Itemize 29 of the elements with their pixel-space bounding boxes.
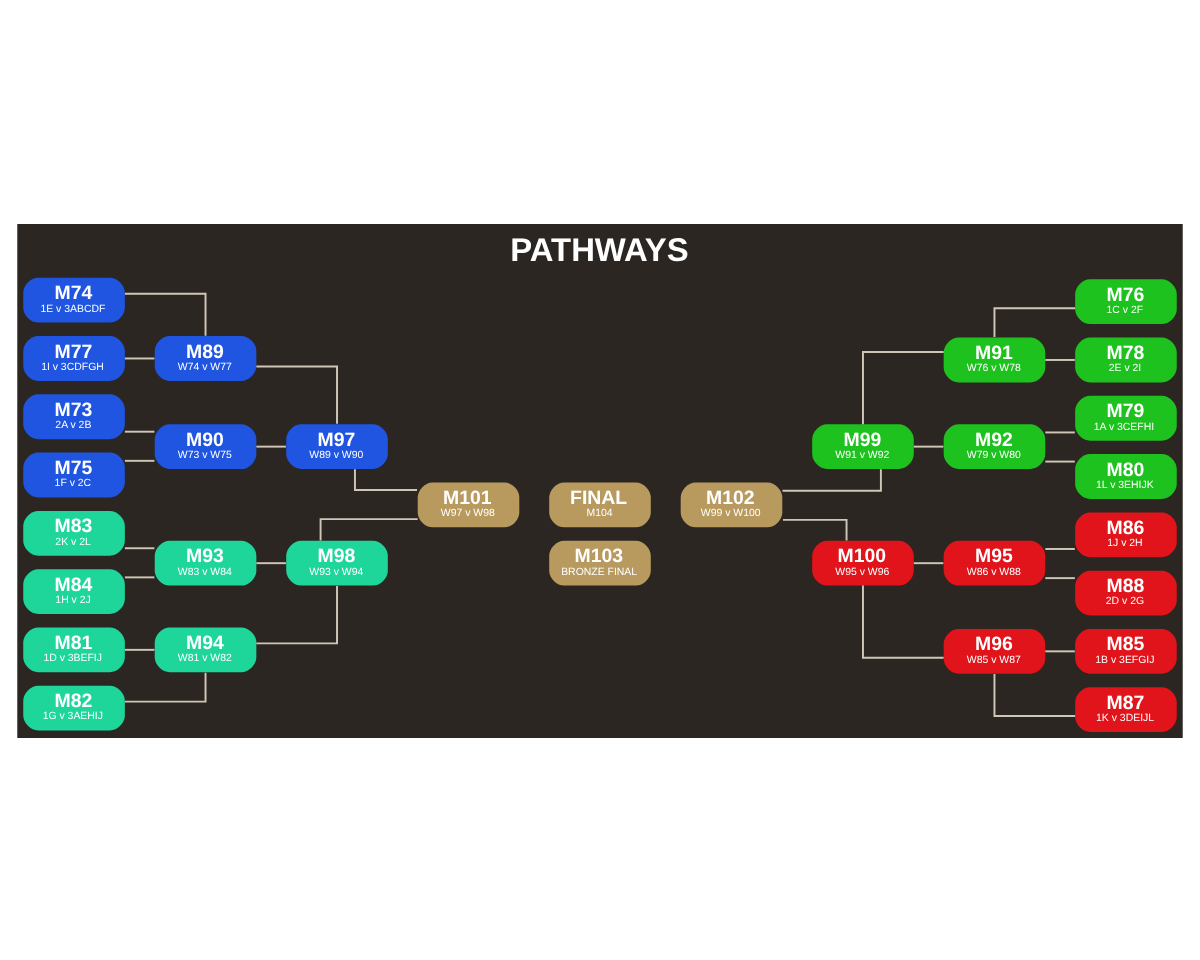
connector — [255, 444, 287, 447]
connector — [862, 350, 945, 425]
connector — [782, 517, 848, 541]
connector — [123, 575, 156, 578]
connector — [993, 672, 1077, 717]
connector — [255, 561, 287, 564]
connector — [1044, 430, 1076, 433]
connector — [1044, 576, 1076, 579]
connector — [781, 467, 882, 491]
connector — [862, 583, 945, 658]
connector — [255, 584, 338, 644]
connector — [912, 561, 945, 564]
connector — [319, 517, 419, 541]
connector — [123, 458, 156, 461]
connector — [1044, 459, 1076, 462]
connector — [123, 670, 207, 702]
connector — [255, 364, 338, 424]
connector — [1044, 649, 1076, 652]
connector — [1044, 547, 1076, 549]
connector — [912, 444, 945, 447]
connector — [123, 291, 207, 336]
connector — [993, 306, 1077, 338]
connector — [123, 647, 156, 650]
connector — [1044, 358, 1076, 360]
connector — [123, 546, 156, 549]
diagram-title: PATHWAYS — [510, 231, 689, 268]
connector — [353, 467, 419, 490]
connector — [123, 356, 156, 359]
connector — [123, 429, 156, 432]
